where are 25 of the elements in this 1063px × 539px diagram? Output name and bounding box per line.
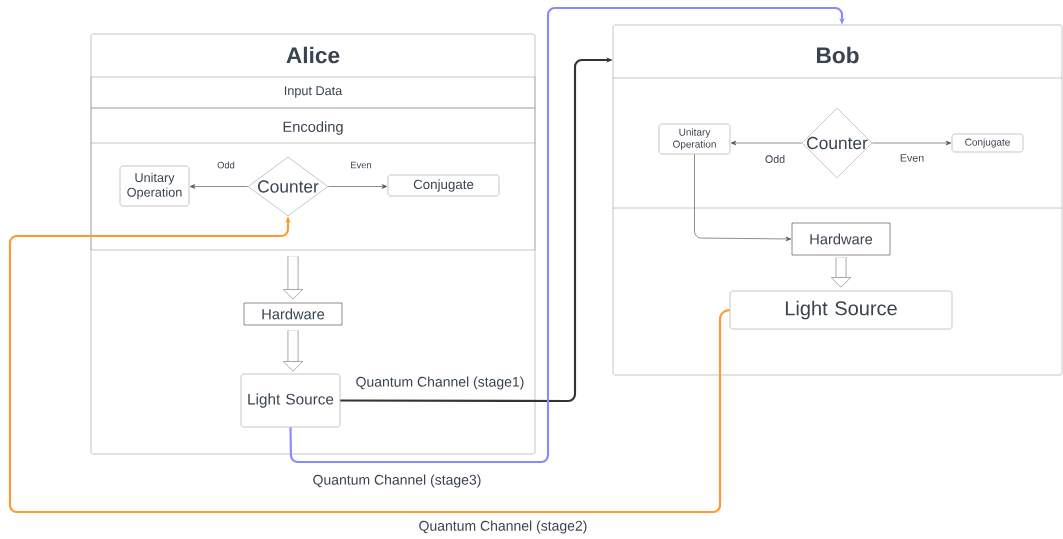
- edge-label: Odd: [215, 160, 237, 170]
- process-box: Light Source: [240, 373, 341, 428]
- arrow: [189, 184, 249, 189]
- edge-label: Even: [898, 152, 926, 164]
- edge-label: Quantum Channel (stage2): [417, 519, 589, 535]
- process-box: Hardware: [243, 302, 343, 326]
- process-box: Conjugate: [387, 174, 500, 197]
- process-box: Unitary Operation: [658, 123, 731, 155]
- process-box: Conjugate: [951, 133, 1024, 153]
- edge-label: Odd: [763, 153, 787, 165]
- process-box: Light Source: [729, 290, 953, 330]
- process-box: Unitary Operation: [119, 165, 190, 207]
- arrow: [282, 256, 304, 300]
- arrow: [282, 330, 304, 372]
- arrow: [327, 184, 388, 189]
- arrow: [730, 140, 803, 146]
- arrow: [830, 257, 852, 288]
- edge-label: Quantum Channel (stage3): [311, 473, 483, 489]
- arrow: [694, 153, 792, 242]
- edge-label: Quantum Channel (stage1): [354, 375, 526, 391]
- process-box: Hardware: [791, 222, 891, 256]
- arrow: [871, 140, 952, 146]
- arrow: [289, 6, 845, 464]
- edge-label: Even: [349, 160, 373, 170]
- section-band: Input Data: [90, 76, 536, 109]
